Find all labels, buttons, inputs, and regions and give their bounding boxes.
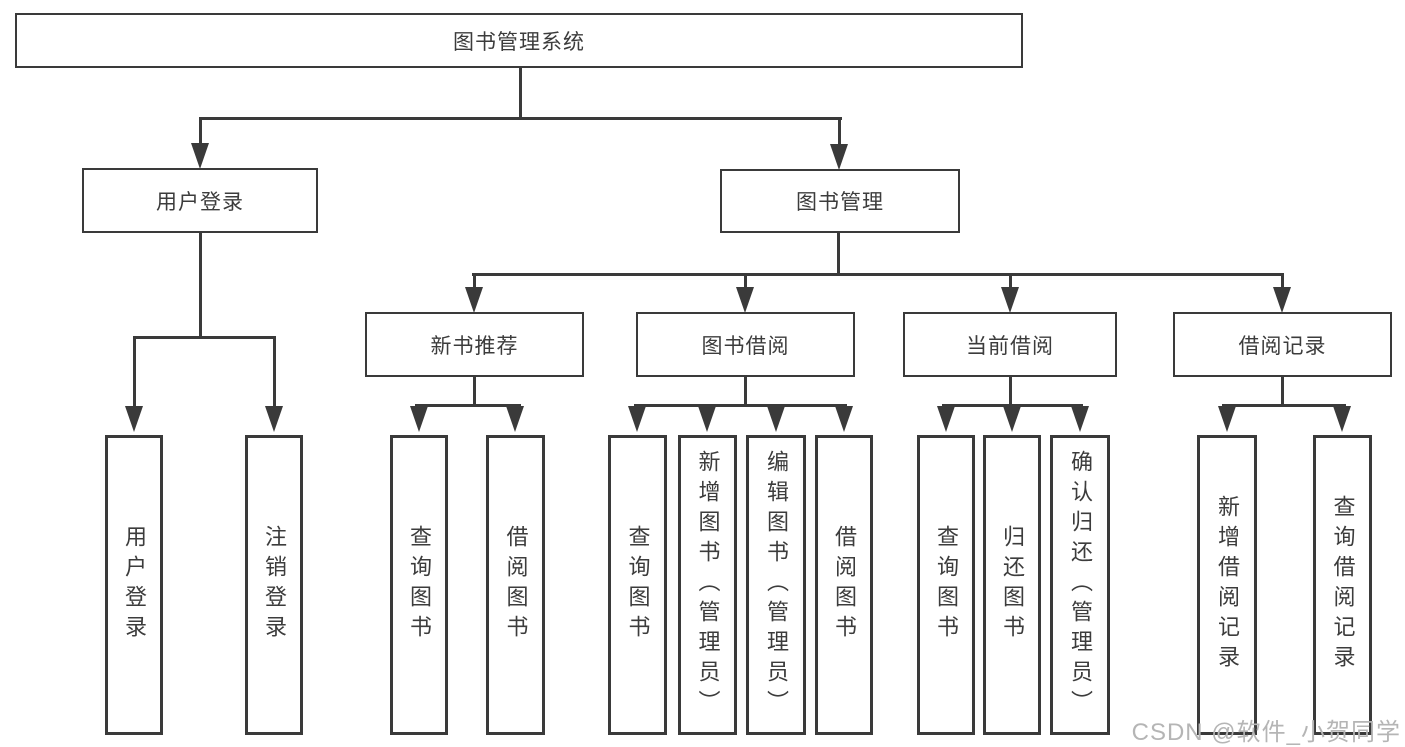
leaf-query-books-1-label: 查询图书 <box>407 525 432 645</box>
connector-records-stem <box>1281 375 1284 407</box>
node-new-book-recommend-label: 新书推荐 <box>430 334 519 358</box>
leaf-borrow-books-2-label: 借阅图书 <box>832 525 857 645</box>
arrow-down-login-leaf <box>125 406 143 432</box>
leaf-add-borrow-record: 新增借阅记录 <box>1197 435 1257 735</box>
node-borrow-records-label: 借阅记录 <box>1238 334 1327 358</box>
connector-user-login-bar <box>133 336 276 339</box>
leaf-user-login: 用户登录 <box>105 435 163 735</box>
connector-to-records <box>1281 273 1284 289</box>
arrow-down-new-books <box>465 287 483 313</box>
node-book-management: 图书管理 <box>720 169 960 233</box>
leaf-user-login-label: 用户登录 <box>122 525 147 645</box>
arrow-down-leaf <box>628 406 646 432</box>
connector-user-login-stem <box>199 231 202 339</box>
node-new-book-recommend: 新书推荐 <box>365 312 584 377</box>
connector-book-mgmt-stem <box>837 231 840 276</box>
leaf-add-borrow-record-label: 新增借阅记录 <box>1215 495 1240 675</box>
leaf-logout: 注销登录 <box>245 435 303 735</box>
node-book-borrow-label: 图书借阅 <box>701 334 790 358</box>
leaf-add-books-admin-label: 新增图书（管理员） <box>695 450 721 720</box>
node-current-borrow: 当前借阅 <box>903 312 1117 377</box>
arrow-down-leaf <box>1333 406 1351 432</box>
arrow-down-leaf <box>1218 406 1236 432</box>
leaf-borrow-books-1-label: 借阅图书 <box>503 525 529 645</box>
node-current-borrow-label: 当前借阅 <box>966 334 1054 358</box>
connector-to-user-login <box>199 117 202 147</box>
leaf-query-books-1: 查询图书 <box>390 435 448 735</box>
node-user-login: 用户登录 <box>82 168 318 233</box>
connector-borrowing-bar <box>634 404 847 407</box>
arrow-down-leaf <box>937 406 955 432</box>
leaf-return-books: 归还图书 <box>983 435 1041 735</box>
connector-level1-bar <box>199 117 842 120</box>
arrow-down-leaf <box>506 406 524 432</box>
arrow-down-leaf <box>1071 406 1089 432</box>
connector-to-login-leaf <box>133 336 136 408</box>
connector-current-bar <box>942 404 1083 407</box>
arrow-down-leaf <box>767 406 785 432</box>
arrow-down-book-mgmt <box>830 144 848 170</box>
arrow-down-borrowing <box>736 287 754 313</box>
arrow-down-leaf <box>835 406 853 432</box>
csdn-watermark: CSDN @软件_小贺同学 <box>1131 719 1401 746</box>
leaf-borrow-books-2: 借阅图书 <box>815 435 873 735</box>
connector-root-stem <box>519 66 522 120</box>
node-root: 图书管理系统 <box>15 13 1023 68</box>
connector-to-logout-leaf <box>273 336 276 408</box>
node-book-management-label: 图书管理 <box>796 191 884 214</box>
arrow-down-records <box>1273 287 1291 313</box>
connector-to-current <box>1009 273 1012 289</box>
connector-new-books-stem <box>473 375 476 407</box>
node-root-label: 图书管理系统 <box>453 30 585 54</box>
leaf-query-books-2: 查询图书 <box>608 435 667 735</box>
leaf-edit-books-admin-label: 编辑图书（管理员） <box>764 450 789 720</box>
leaf-edit-books-admin: 编辑图书（管理员） <box>746 435 806 735</box>
connector-borrowing-stem <box>744 375 747 407</box>
leaf-query-borrow-record: 查询借阅记录 <box>1313 435 1372 735</box>
arrow-down-leaf <box>410 406 428 432</box>
leaf-logout-label: 注销登录 <box>262 525 287 645</box>
node-user-login-label: 用户登录 <box>156 190 244 214</box>
connector-current-stem <box>1009 375 1012 407</box>
arrow-down-leaf <box>698 406 716 432</box>
arrow-down-current <box>1001 287 1019 313</box>
node-book-borrow: 图书借阅 <box>636 312 855 377</box>
leaf-query-books-2-label: 查询图书 <box>625 525 651 645</box>
arrow-down-logout-leaf <box>265 406 283 432</box>
leaf-confirm-return-admin: 确认归还（管理员） <box>1050 435 1110 735</box>
arrow-down-user-login <box>191 143 209 169</box>
arrow-down-leaf <box>1003 406 1021 432</box>
leaf-add-books-admin: 新增图书（管理员） <box>678 435 737 735</box>
leaf-query-books-3: 查询图书 <box>917 435 975 735</box>
connector-to-book-mgmt <box>838 117 841 147</box>
connector-to-new-books <box>473 273 476 289</box>
leaf-query-borrow-record-label: 查询借阅记录 <box>1330 495 1356 675</box>
connector-to-borrowing <box>744 273 747 289</box>
leaf-query-books-3-label: 查询图书 <box>934 525 959 645</box>
connector-new-books-bar <box>415 404 521 407</box>
connector-level2-bar <box>472 273 1284 276</box>
leaf-confirm-return-admin-label: 确认归还（管理员） <box>1068 450 1093 720</box>
leaf-return-books-label: 归还图书 <box>1000 525 1025 645</box>
connector-records-bar <box>1222 404 1346 407</box>
leaf-borrow-books-1: 借阅图书 <box>486 435 545 735</box>
node-borrow-records: 借阅记录 <box>1173 312 1392 377</box>
